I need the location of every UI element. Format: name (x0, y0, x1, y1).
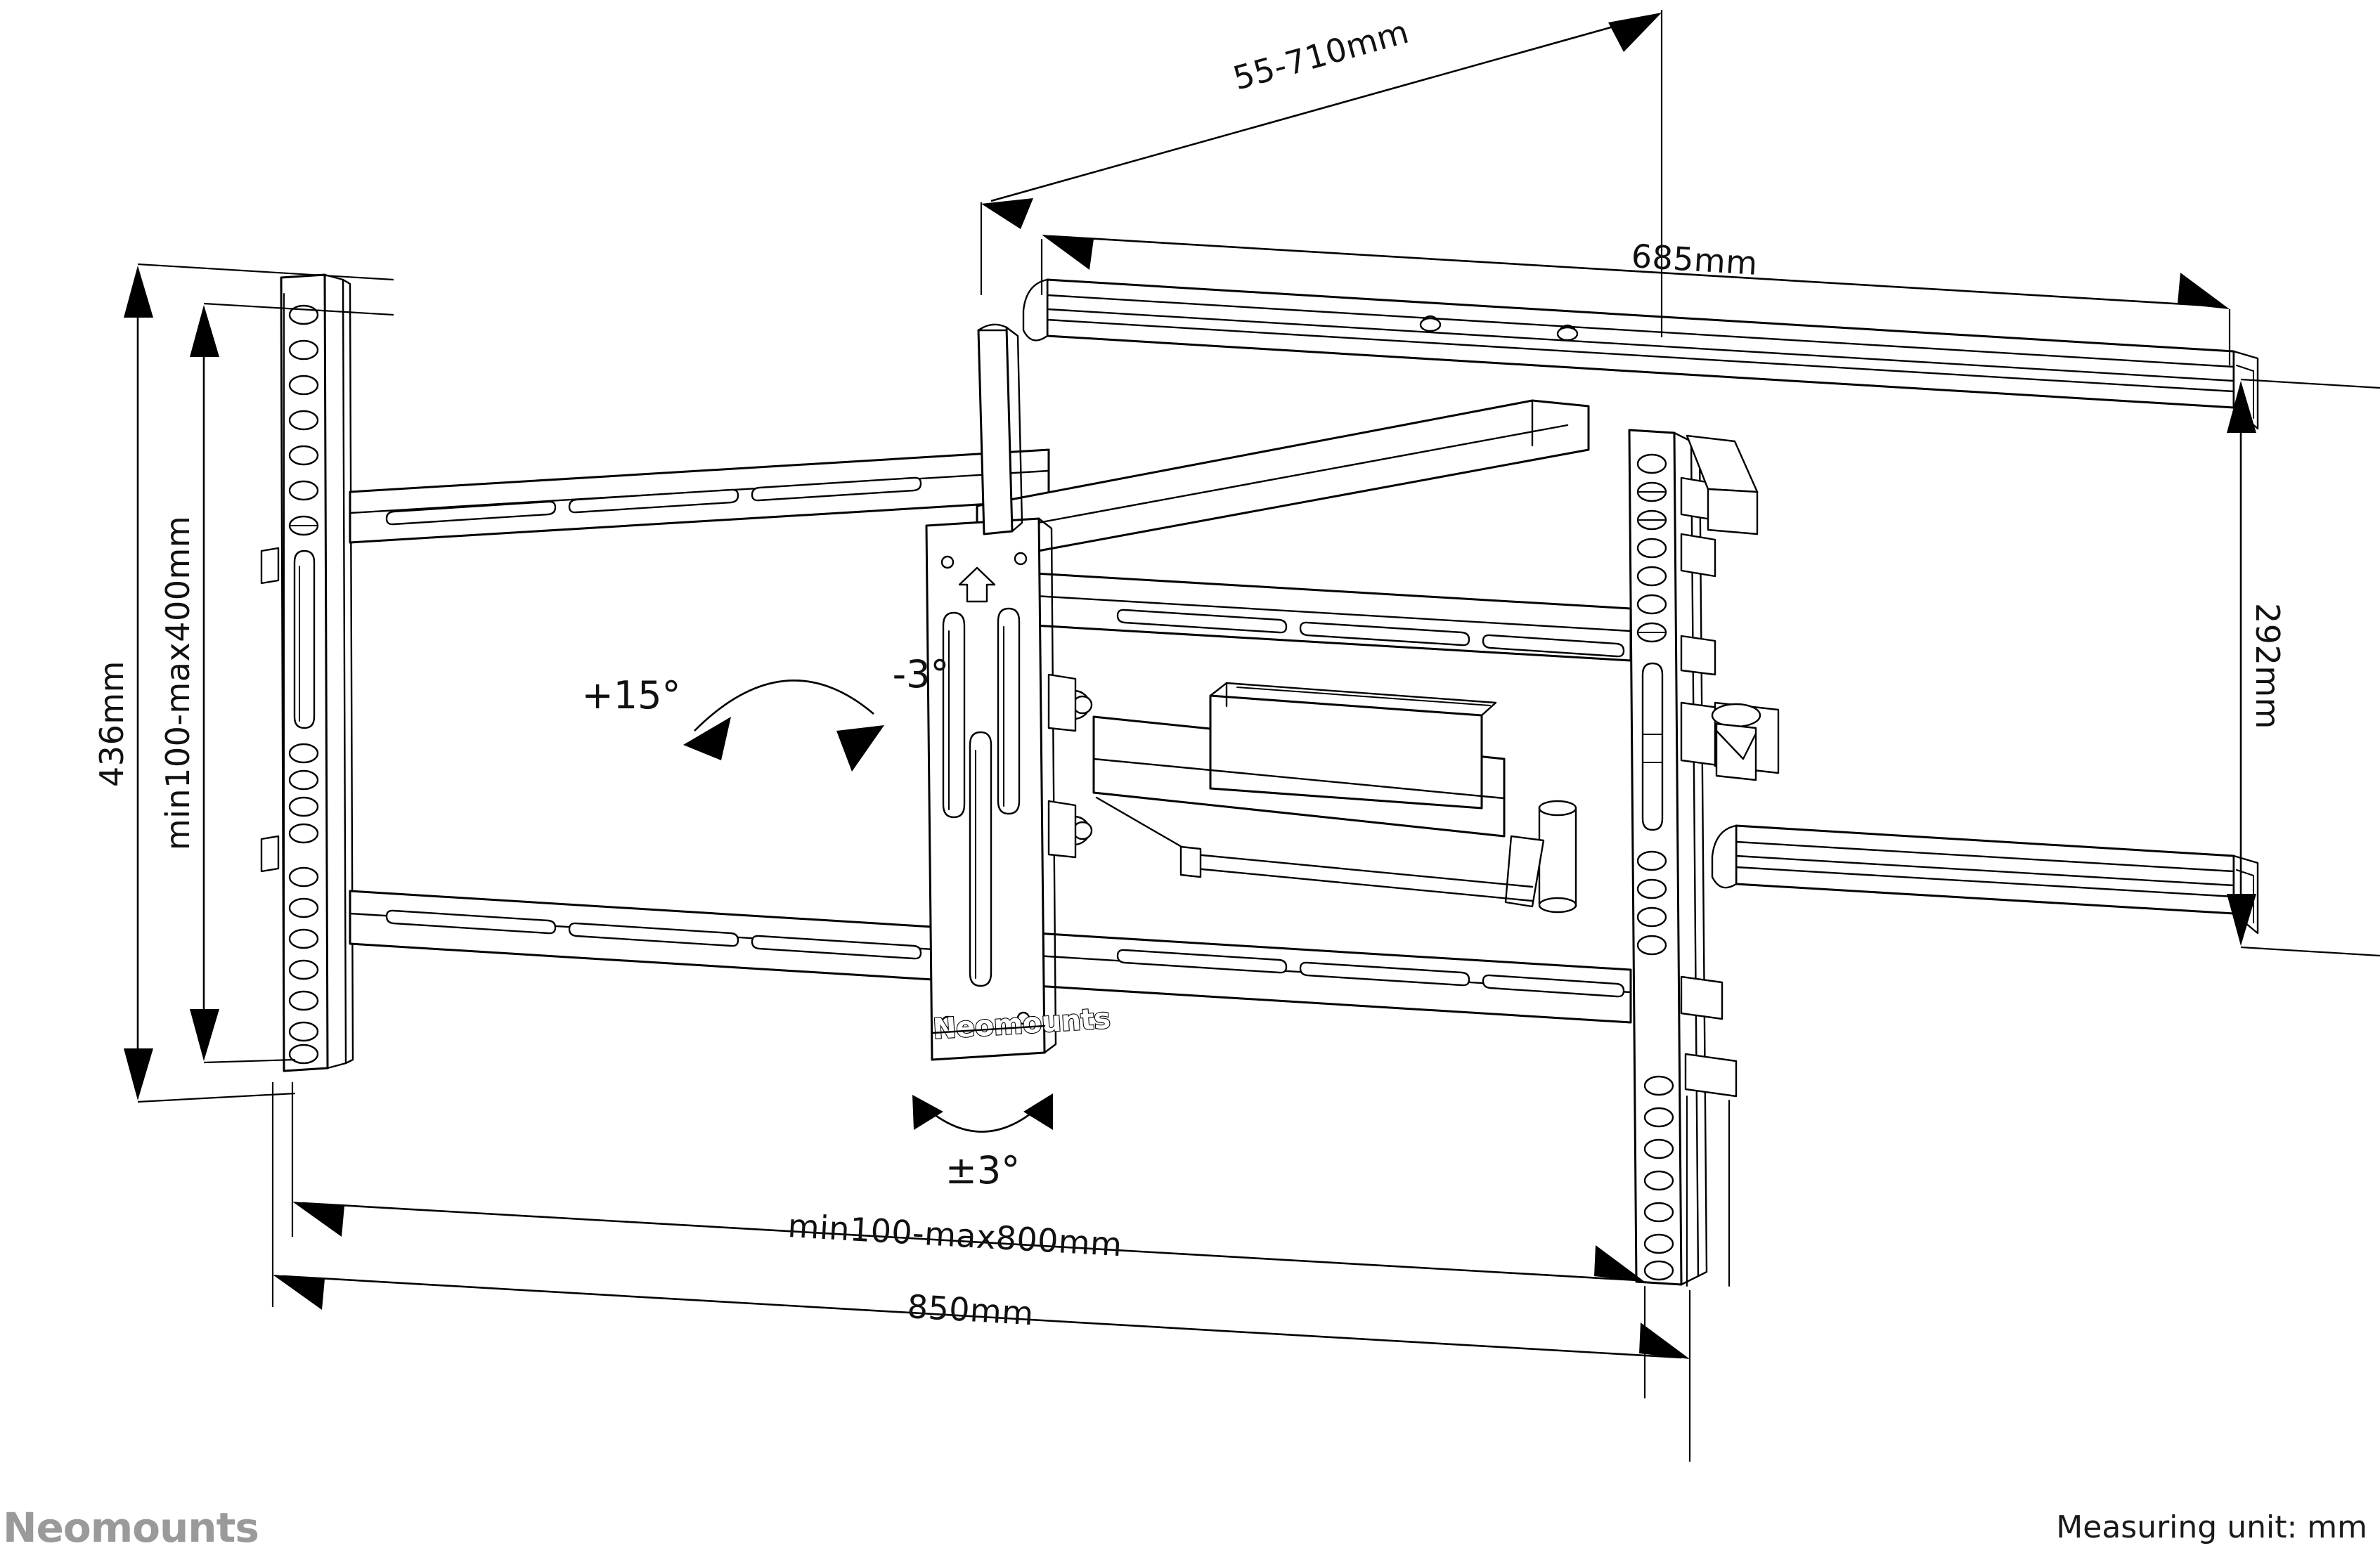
dimension-label-bracket-height: 292mm (2249, 603, 2287, 729)
dimension-vesa-height: min100-max400mm (159, 302, 394, 1064)
upper-extension-arm (976, 389, 1590, 564)
dimension-bracket-height: 292mm (2227, 378, 2380, 957)
right-plate-holes-mid (1636, 850, 1667, 956)
tv-bar-top (1022, 278, 2259, 430)
pivot-plate-slots (942, 607, 1021, 987)
dimension-bar-width: 685mm (1040, 235, 2231, 365)
brand-logo: Neomounts (3, 1504, 259, 1552)
gas-strut-cylinder (1504, 800, 1577, 914)
wall-plate-holes-mid (288, 743, 319, 844)
angle-roll-arc: ±3° (912, 1093, 1053, 1192)
center-arm-block (1092, 682, 1506, 838)
dimension-annotations: 55-710mm 685mm 436mm min100-m (93, 10, 2380, 1462)
angle-tilt-arc: +15° -3° (582, 652, 950, 772)
right-hinge-details (1684, 434, 1780, 1287)
angle-label-roll: ±3° (945, 1148, 1021, 1192)
right-plate-holes-bottom (1643, 1075, 1674, 1281)
dimension-plate-height: 436mm (93, 263, 394, 1103)
dimension-plate-width: 850mm (271, 1082, 1691, 1462)
angle-label-tilt-up: +15° (582, 673, 681, 717)
wall-plate-holes-top (288, 304, 319, 536)
lower-arm-connectors (1092, 791, 1534, 902)
dimension-label-vesa-height: min100-max400mm (159, 516, 197, 850)
left-wall-plate (260, 273, 354, 1072)
tv-bar-bottom (1711, 824, 2259, 935)
dimension-label-depth-range: 55-710mm (1229, 13, 1413, 98)
wall-plate-holes-bottom (288, 866, 319, 1065)
up-arrow-icon (958, 566, 996, 603)
angle-annotations: +15° -3° ±3° (582, 652, 1053, 1192)
right-bracket-plate (1628, 429, 1725, 1286)
wall-plate-slot (293, 550, 316, 729)
tv-bar-top-screws (1419, 315, 1579, 342)
dimension-label-plate-width: 850mm (906, 1287, 1035, 1332)
right-plate-slot (1641, 662, 1664, 831)
hinge-bolts (1047, 673, 1093, 859)
dimension-label-bar-width: 685mm (1630, 237, 1759, 282)
measuring-unit-note: Measuring unit: mm (2056, 1509, 2367, 1545)
center-pivot-plate: Neomounts (925, 517, 1112, 1061)
upper-wall-rail (349, 448, 1050, 544)
product-illustration: Neomounts (260, 273, 2259, 1287)
dimension-label-plate-height: 436mm (93, 661, 131, 787)
dimension-label-vesa-width: min100-max800mm (787, 1207, 1123, 1263)
mid-wall-rail (962, 568, 1632, 662)
right-plate-holes-top (1636, 453, 1667, 643)
center-vertical-post (977, 323, 1023, 535)
angle-label-tilt-down: -3° (893, 652, 950, 696)
